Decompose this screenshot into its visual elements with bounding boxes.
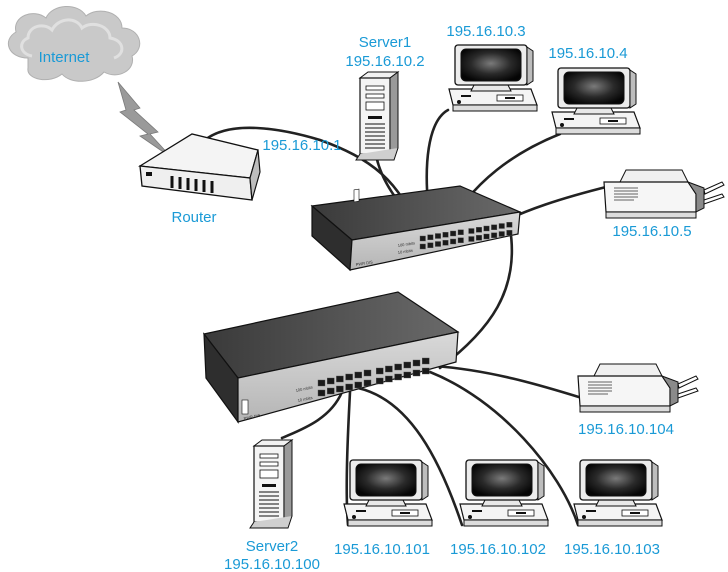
switch-port[interactable]: [317, 379, 326, 387]
switch-port[interactable]: [435, 233, 441, 239]
router[interactable]: Router: [138, 133, 261, 226]
switch1-pwr: PWR DIS: [355, 259, 373, 267]
switch1-ports: [419, 222, 513, 250]
switch-port[interactable]: [483, 233, 490, 240]
switch-port[interactable]: [498, 231, 505, 237]
pc3-ip-label: 195.16.10.101: [334, 541, 430, 558]
switch-port[interactable]: [457, 229, 464, 236]
pc4-ip-label: 195.16.10.102: [450, 541, 546, 558]
lightning-icon: [117, 81, 173, 159]
switch-port[interactable]: [468, 228, 475, 234]
switch-port[interactable]: [354, 371, 362, 379]
switch2[interactable]: 100 mbits 10 mbits PWR DIS: [202, 291, 460, 424]
switch-port[interactable]: [419, 235, 426, 242]
switch-port[interactable]: [394, 373, 402, 381]
cable-switch2-pc4: [356, 386, 464, 527]
printer2-ip-label: 195.16.10.104: [578, 421, 674, 438]
pc1[interactable]: [448, 44, 538, 112]
switch-port[interactable]: [483, 225, 490, 232]
switch-port[interactable]: [498, 223, 505, 229]
switch-port[interactable]: [317, 389, 326, 397]
switch-port[interactable]: [403, 361, 411, 369]
switch-port[interactable]: [385, 365, 393, 373]
switch-port[interactable]: [327, 387, 335, 395]
switch-port[interactable]: [476, 227, 482, 233]
pc5[interactable]: [573, 459, 663, 527]
switch-port[interactable]: [468, 236, 475, 242]
switch-port[interactable]: [363, 379, 372, 387]
switch1-speed-10: 10 mbits: [397, 248, 413, 255]
switch-port[interactable]: [435, 241, 441, 247]
switch2-ports: [317, 357, 430, 397]
internet-label: Internet: [39, 49, 91, 66]
switch-port[interactable]: [450, 230, 457, 237]
switch-port[interactable]: [506, 222, 513, 228]
server2-ip-label: 195.16.10.100: [224, 556, 320, 572]
switch1[interactable]: 100 mbits 10 mbits PWR DIS: [310, 185, 523, 272]
switch-port[interactable]: [422, 367, 430, 375]
switch-port[interactable]: [376, 367, 384, 375]
server1[interactable]: [355, 71, 399, 161]
printer1-ip-label: 195.16.10.5: [612, 223, 691, 240]
pc4[interactable]: [459, 459, 549, 527]
pc2[interactable]: [551, 67, 641, 135]
switch1-speed-100: 100 mbits: [397, 240, 415, 248]
pc5-ip-label: 195.16.10.103: [564, 541, 660, 558]
switch-port[interactable]: [336, 385, 344, 393]
printer2[interactable]: [577, 363, 699, 413]
server1-ip-label: 195.16.10.2: [345, 53, 424, 70]
server1-name-label: Server1: [359, 34, 412, 51]
switch-port[interactable]: [427, 234, 434, 241]
switch-port[interactable]: [422, 357, 430, 365]
server2-name-label: Server2: [246, 538, 299, 555]
switch-port[interactable]: [419, 243, 426, 250]
switch2-speed-10: 10 mbits: [297, 395, 313, 403]
switch-port[interactable]: [491, 224, 498, 231]
cable-switch2-server2: [280, 390, 344, 440]
switch2-speed-100: 100 mbits: [295, 384, 313, 392]
switch-port[interactable]: [491, 232, 498, 239]
switch-port[interactable]: [327, 377, 335, 385]
switch-port[interactable]: [457, 237, 464, 244]
pc2-ip-label: 195.16.10.4: [548, 45, 627, 62]
pc1-ip-label: 195.16.10.3: [446, 23, 525, 40]
switch-port[interactable]: [427, 242, 434, 249]
switch-port[interactable]: [450, 238, 457, 245]
switch-port[interactable]: [336, 375, 344, 383]
printer1[interactable]: [603, 169, 725, 219]
switch-port[interactable]: [354, 381, 362, 389]
switch2-pwr: PWR DIS: [243, 412, 261, 421]
switch-port[interactable]: [412, 359, 421, 367]
switch-port[interactable]: [412, 369, 421, 377]
switch-port[interactable]: [506, 230, 513, 236]
switch-port[interactable]: [394, 363, 402, 371]
router-label: Router: [171, 209, 216, 226]
pc3[interactable]: [343, 459, 433, 527]
switch-port[interactable]: [363, 369, 372, 377]
server2[interactable]: [249, 439, 293, 529]
cable-switch2-printer2: [432, 364, 584, 400]
switch-port[interactable]: [345, 373, 353, 381]
switch-port[interactable]: [403, 371, 411, 379]
router-ip-label: 195.16.10.1: [262, 137, 341, 154]
internet-cloud: Internet: [7, 6, 141, 82]
switch-port[interactable]: [442, 240, 449, 246]
switch-port[interactable]: [442, 232, 449, 238]
switch-port[interactable]: [476, 235, 482, 241]
cable-switch2-pc5: [428, 370, 580, 527]
switch-port[interactable]: [376, 377, 384, 385]
switch-port[interactable]: [345, 383, 353, 391]
switch-port[interactable]: [385, 375, 393, 383]
